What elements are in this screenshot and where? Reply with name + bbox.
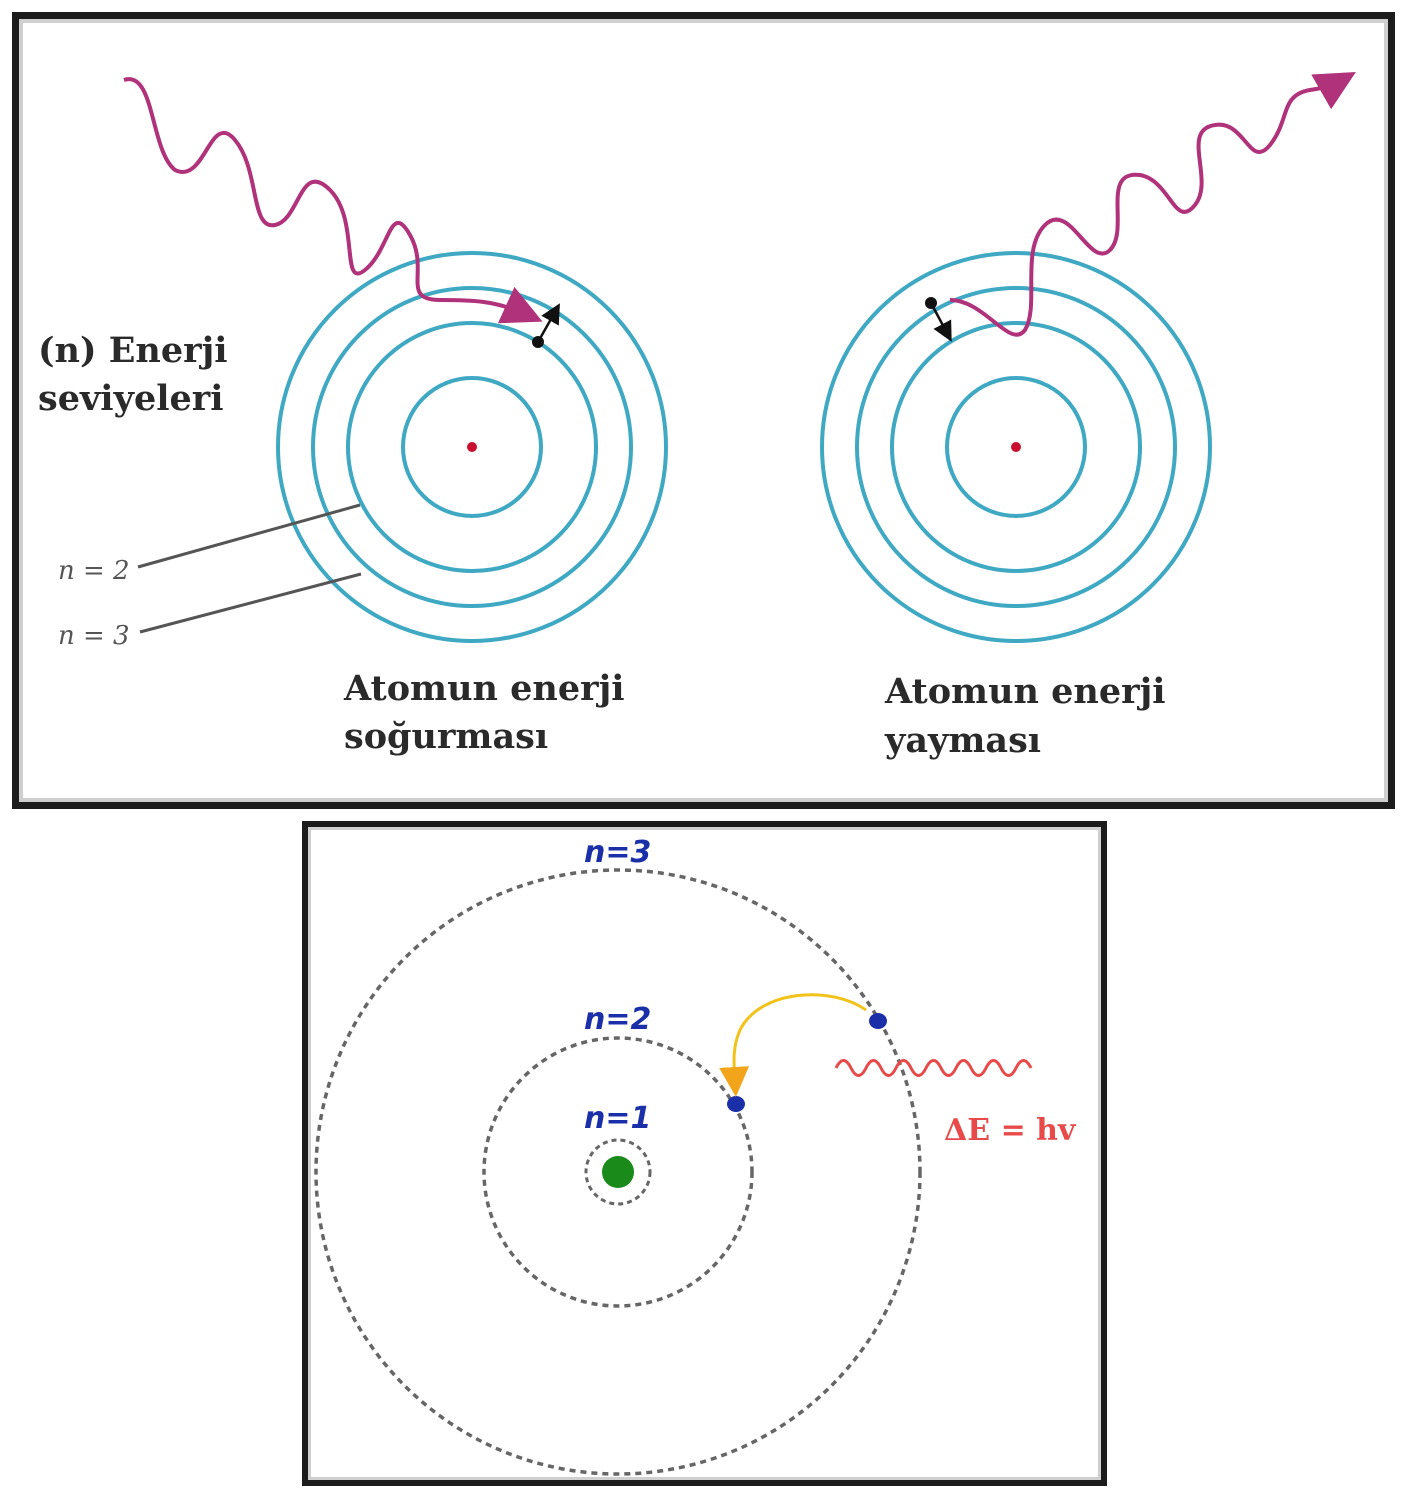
energy-equation: ΔE = hv bbox=[944, 1113, 1077, 1148]
energy-levels-label-line2: seviyeleri bbox=[38, 378, 224, 419]
incoming-photon-wave bbox=[123, 77, 543, 324]
orbit-n4 bbox=[276, 251, 668, 643]
nucleus bbox=[602, 1156, 634, 1188]
outgoing-photon-wave bbox=[949, 72, 1356, 337]
absorption-caption-line1: Atomun enerji bbox=[343, 668, 625, 709]
absorption-atom bbox=[123, 77, 668, 643]
absorption-emission-panel bbox=[12, 12, 1395, 809]
orbit-n2 bbox=[890, 321, 1142, 573]
orbit-label-n1: n=1 bbox=[584, 1101, 651, 1136]
absorption-caption-line2: soğurması bbox=[344, 716, 548, 757]
emission-caption-line2: yayması bbox=[884, 720, 1041, 761]
n3-pointer-line bbox=[139, 572, 362, 634]
emission-atom bbox=[820, 72, 1356, 643]
orbit-label-n3: n=3 bbox=[584, 835, 651, 870]
orbit-n2 bbox=[346, 321, 598, 573]
orbit-n1 bbox=[401, 376, 543, 518]
level-label-n3: n = 3 bbox=[58, 621, 130, 651]
electron-jump-arrow bbox=[929, 302, 952, 342]
nucleus-dot bbox=[1011, 442, 1021, 452]
energy-levels-label-line1: (n) Enerji bbox=[38, 330, 228, 371]
bohr-model bbox=[314, 868, 1033, 1476]
electron-n2 bbox=[727, 1096, 745, 1112]
level-label-n2: n = 2 bbox=[58, 556, 130, 586]
orbit-n2-dashed bbox=[482, 1036, 754, 1308]
orbit-n1 bbox=[945, 376, 1087, 518]
nucleus-dot bbox=[467, 442, 477, 452]
orbit-n3 bbox=[311, 286, 633, 608]
orbit-n1-dashed bbox=[584, 1138, 652, 1206]
n2-pointer-line bbox=[137, 503, 361, 569]
transition-arrow bbox=[719, 993, 867, 1097]
electron-n3 bbox=[869, 1013, 887, 1029]
orbit-n4 bbox=[820, 251, 1212, 643]
orbit-n3 bbox=[855, 286, 1177, 608]
emission-caption-line1: Atomun enerji bbox=[884, 671, 1166, 712]
emitted-photon-wave bbox=[834, 1059, 1033, 1077]
orbit-label-n2: n=2 bbox=[584, 1002, 651, 1037]
electron-jump-arrow bbox=[536, 303, 560, 343]
orbit-n3-dashed bbox=[314, 868, 922, 1476]
